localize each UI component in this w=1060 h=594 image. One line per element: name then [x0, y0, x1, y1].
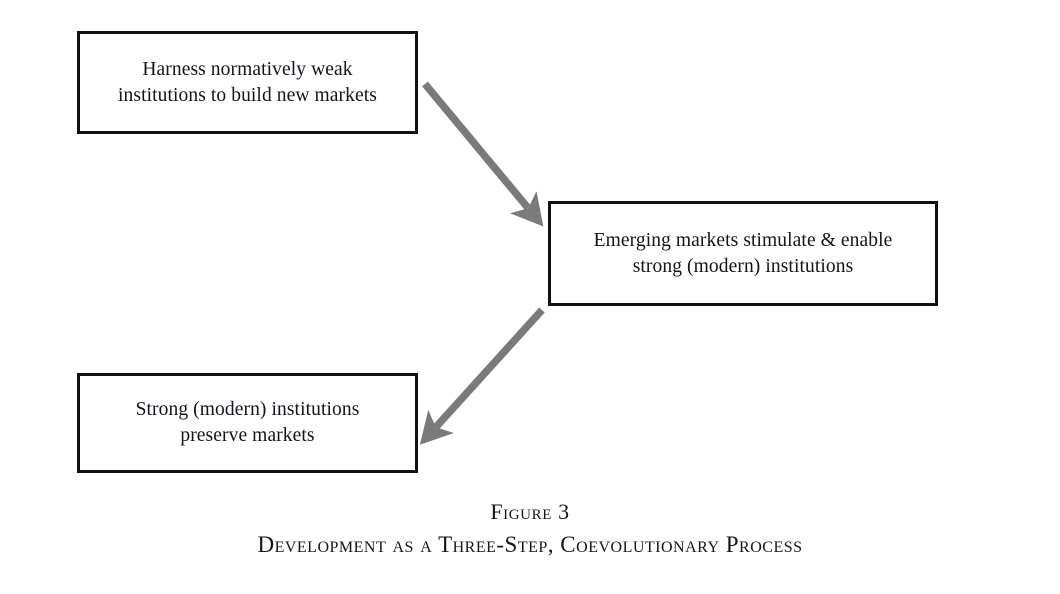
node-box-emerging-markets: Emerging markets stimulate & enable stro…	[548, 201, 938, 306]
figure-caption: Figure 3 Development as a Three-Step, Co…	[0, 497, 1060, 561]
node-label-strong: Strong (modern) institutions preserve ma…	[135, 399, 360, 446]
arrow-emerging-to-strong	[419, 307, 545, 445]
figure-number: Figure 3	[490, 499, 570, 524]
arrow-harness-to-emerging	[422, 81, 544, 227]
node-box-harness-weak-institutions: Harness normatively weak institutions to…	[77, 31, 418, 134]
figure-title: Development as a Three-Step, Coevolution…	[257, 531, 803, 557]
node-label-emerging: Emerging markets stimulate & enable stro…	[593, 229, 893, 277]
node-box-strong-institutions: Strong (modern) institutions preserve ma…	[77, 373, 418, 473]
node-label-harness: Harness normatively weak institutions to…	[118, 58, 377, 106]
